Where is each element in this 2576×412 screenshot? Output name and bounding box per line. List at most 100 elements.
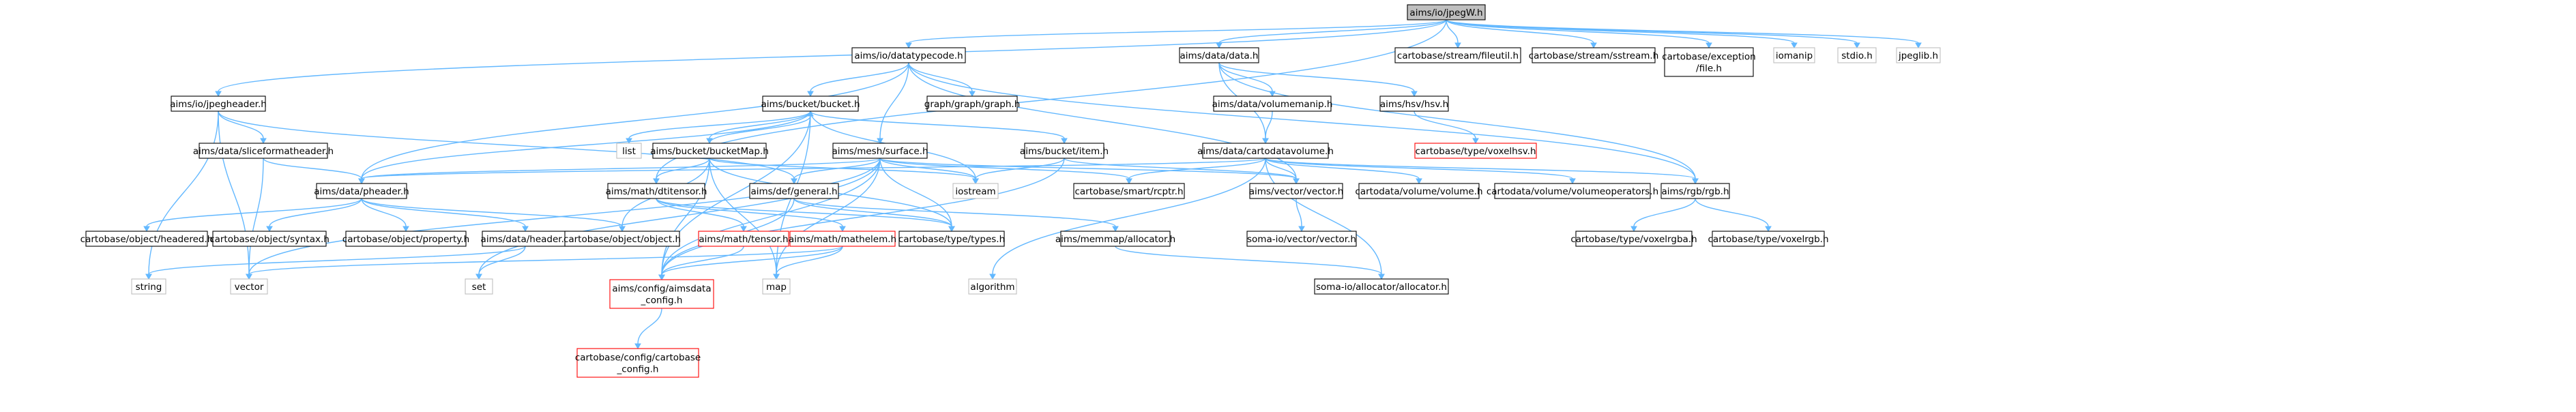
node-item[interactable]: aims/bucket/item.h: [1020, 143, 1109, 159]
node-label: graph/graph/graph.h: [924, 99, 1021, 110]
node-sliceformat[interactable]: aims/data/sliceformatheader.h: [193, 143, 334, 159]
node-fileutil[interactable]: cartobase/stream/fileutil.h: [1394, 47, 1521, 63]
node-box: [789, 231, 896, 247]
edge-line: [148, 246, 526, 275]
node-dtitensor[interactable]: aims/math/dtitensor.h: [606, 183, 707, 199]
edge-sliceformat-to-pheader: [263, 158, 365, 185]
node-voxelrgba[interactable]: cartobase/type/voxelrgba.h: [1570, 231, 1697, 247]
node-cartobase-config[interactable]: cartobase/config/cartobase_config.h: [575, 348, 701, 378]
edge-arrowhead: [1569, 178, 1576, 185]
edge-line: [361, 158, 881, 179]
node-exfile[interactable]: cartobase/exception/file.h: [1662, 47, 1756, 77]
node-syntax[interactable]: cartobase/object/syntax.h: [209, 231, 330, 247]
edge-line: [1446, 19, 1594, 44]
node-box: [1712, 231, 1825, 247]
edge-arrowhead: [402, 226, 409, 233]
node-box: [1660, 183, 1730, 199]
node-bucket[interactable]: aims/bucket/bucket.h: [761, 95, 860, 112]
edge-line: [1695, 198, 1769, 227]
node-volumeops[interactable]: cartodata/volume/volumeoperators.h: [1487, 183, 1658, 199]
node-box: [1494, 183, 1651, 199]
node-voxelhsv[interactable]: cartobase/type/voxelhsv.h: [1414, 143, 1537, 159]
edge-line: [709, 115, 811, 144]
edge-line: [810, 62, 909, 92]
edge-line: [1633, 198, 1696, 227]
node-tensor[interactable]: aims/math/tensor.h: [698, 231, 789, 247]
edge-bucket-to-item: [810, 111, 1068, 145]
edge-rgb-to-voxelrgba: [1630, 198, 1696, 233]
edge-pheader-to-header: [361, 198, 529, 233]
edge-arrowhead: [143, 226, 150, 233]
node-label: aims/data/data.h: [1180, 50, 1259, 61]
node-label: cartobase/type/voxelhsv.h: [1415, 146, 1536, 157]
node-box: [762, 95, 859, 112]
edge-line: [361, 158, 1266, 179]
node-headered[interactable]: cartobase/object/headered.h: [80, 231, 214, 247]
edge-arrowhead: [740, 226, 747, 233]
edge-aimsdata_config-to-cartobase_config: [634, 308, 662, 350]
edge-line: [1218, 62, 1696, 179]
edge-jpegw-to-datatypecode: [905, 19, 1447, 49]
edge-mathelem-to-map: [773, 246, 843, 280]
node-pheader[interactable]: aims/data/pheader.h: [314, 183, 409, 199]
node-volumemanip[interactable]: aims/data/volumemanip.h: [1212, 95, 1333, 112]
edge-cartodatavolume-to-vector_h: [1265, 158, 1300, 185]
edge-arrowhead: [1216, 42, 1223, 49]
edge-line: [992, 158, 1266, 275]
node-bucketmap[interactable]: aims/bucket/bucketMap.h: [650, 143, 769, 159]
edge-line: [661, 246, 843, 276]
edge-pheader-to-property: [361, 198, 409, 233]
edge-arrowhead: [1692, 178, 1699, 185]
node-graph[interactable]: graph/graph/graph.h: [924, 95, 1021, 112]
edge-line: [148, 111, 219, 275]
node-label: aims/io/datatypecode.h: [854, 50, 963, 61]
node-surface[interactable]: aims/mesh/surface.h: [832, 143, 928, 159]
node-header[interactable]: aims/data/header.h: [481, 231, 570, 247]
edge-line: [879, 62, 909, 139]
edge-arrowhead: [807, 110, 814, 117]
node-jpegw[interactable]: aims/io/jpegW.h: [1407, 4, 1486, 20]
edge-line: [628, 111, 811, 139]
node-voxelrgb[interactable]: cartobase/type/voxelrgb.h: [1708, 231, 1829, 247]
node-datatypecode[interactable]: aims/io/datatypecode.h: [851, 47, 966, 63]
node-somavector[interactable]: soma-io/vector/vector.h: [1246, 231, 1357, 247]
edge-jpegw-to-fileutil: [1446, 19, 1461, 49]
edge-arrowhead: [1061, 138, 1068, 145]
node-box: [832, 143, 928, 159]
edge-pheader-to-object: [361, 198, 626, 233]
edge-line: [1446, 19, 1710, 44]
edge-line: [709, 158, 777, 275]
edge-line: [1446, 19, 1459, 44]
node-label: set: [472, 282, 486, 293]
node-box: [952, 183, 999, 199]
node-rcptr[interactable]: cartobase/smart/rcptr.h: [1073, 183, 1185, 199]
node-label: aims/data/volumemanip.h: [1212, 99, 1333, 110]
node-property[interactable]: cartobase/object/property.h: [342, 231, 469, 247]
node-cartodatavolume[interactable]: aims/data/cartodatavolume.h: [1197, 143, 1334, 159]
node-general[interactable]: aims/def/general.h: [749, 183, 839, 199]
node-jpegheader[interactable]: aims/io/jpegheader.h: [170, 95, 267, 112]
edge-pheader-to-headered: [143, 198, 362, 233]
node-vector-h[interactable]: aims/vector/vector.h: [1249, 183, 1344, 199]
edge-surface-to-vector: [246, 158, 881, 280]
node-data[interactable]: aims/data/data.h: [1179, 47, 1259, 63]
node-sstream[interactable]: cartobase/stream/sstream.h: [1529, 47, 1659, 63]
edge-line: [269, 198, 362, 227]
node-types[interactable]: cartobase/type/types.h: [898, 231, 1005, 247]
node-label: cartobase/stream/sstream.h: [1529, 50, 1659, 61]
node-mathelem[interactable]: aims/math/mathelem.h: [789, 231, 896, 247]
node-aimsdata-config[interactable]: aims/config/aimsdata_config.h: [609, 279, 714, 309]
node-rgb[interactable]: aims/rgb/rgb.h: [1660, 183, 1730, 199]
node-allocator[interactable]: aims/memmap/allocator.h: [1055, 231, 1175, 247]
edge-bucket-to-bucketmap: [706, 111, 811, 145]
node-label: cartobase/type/types.h: [898, 234, 1005, 245]
edge-jpegw-to-jpeglib: [1446, 19, 1922, 49]
edge-line: [248, 246, 843, 275]
edge-arrowhead: [260, 138, 267, 145]
node-hsv[interactable]: aims/hsv/hsv.h: [1379, 95, 1449, 112]
node-object[interactable]: cartobase/object/object.h: [564, 231, 681, 247]
edge-line: [1265, 158, 1297, 179]
node-somaallocator[interactable]: soma-io/allocator/allocator.h: [1314, 278, 1449, 295]
node-volumeh[interactable]: cartodata/volume/volume.h: [1355, 183, 1483, 199]
node-box: [1246, 231, 1357, 247]
